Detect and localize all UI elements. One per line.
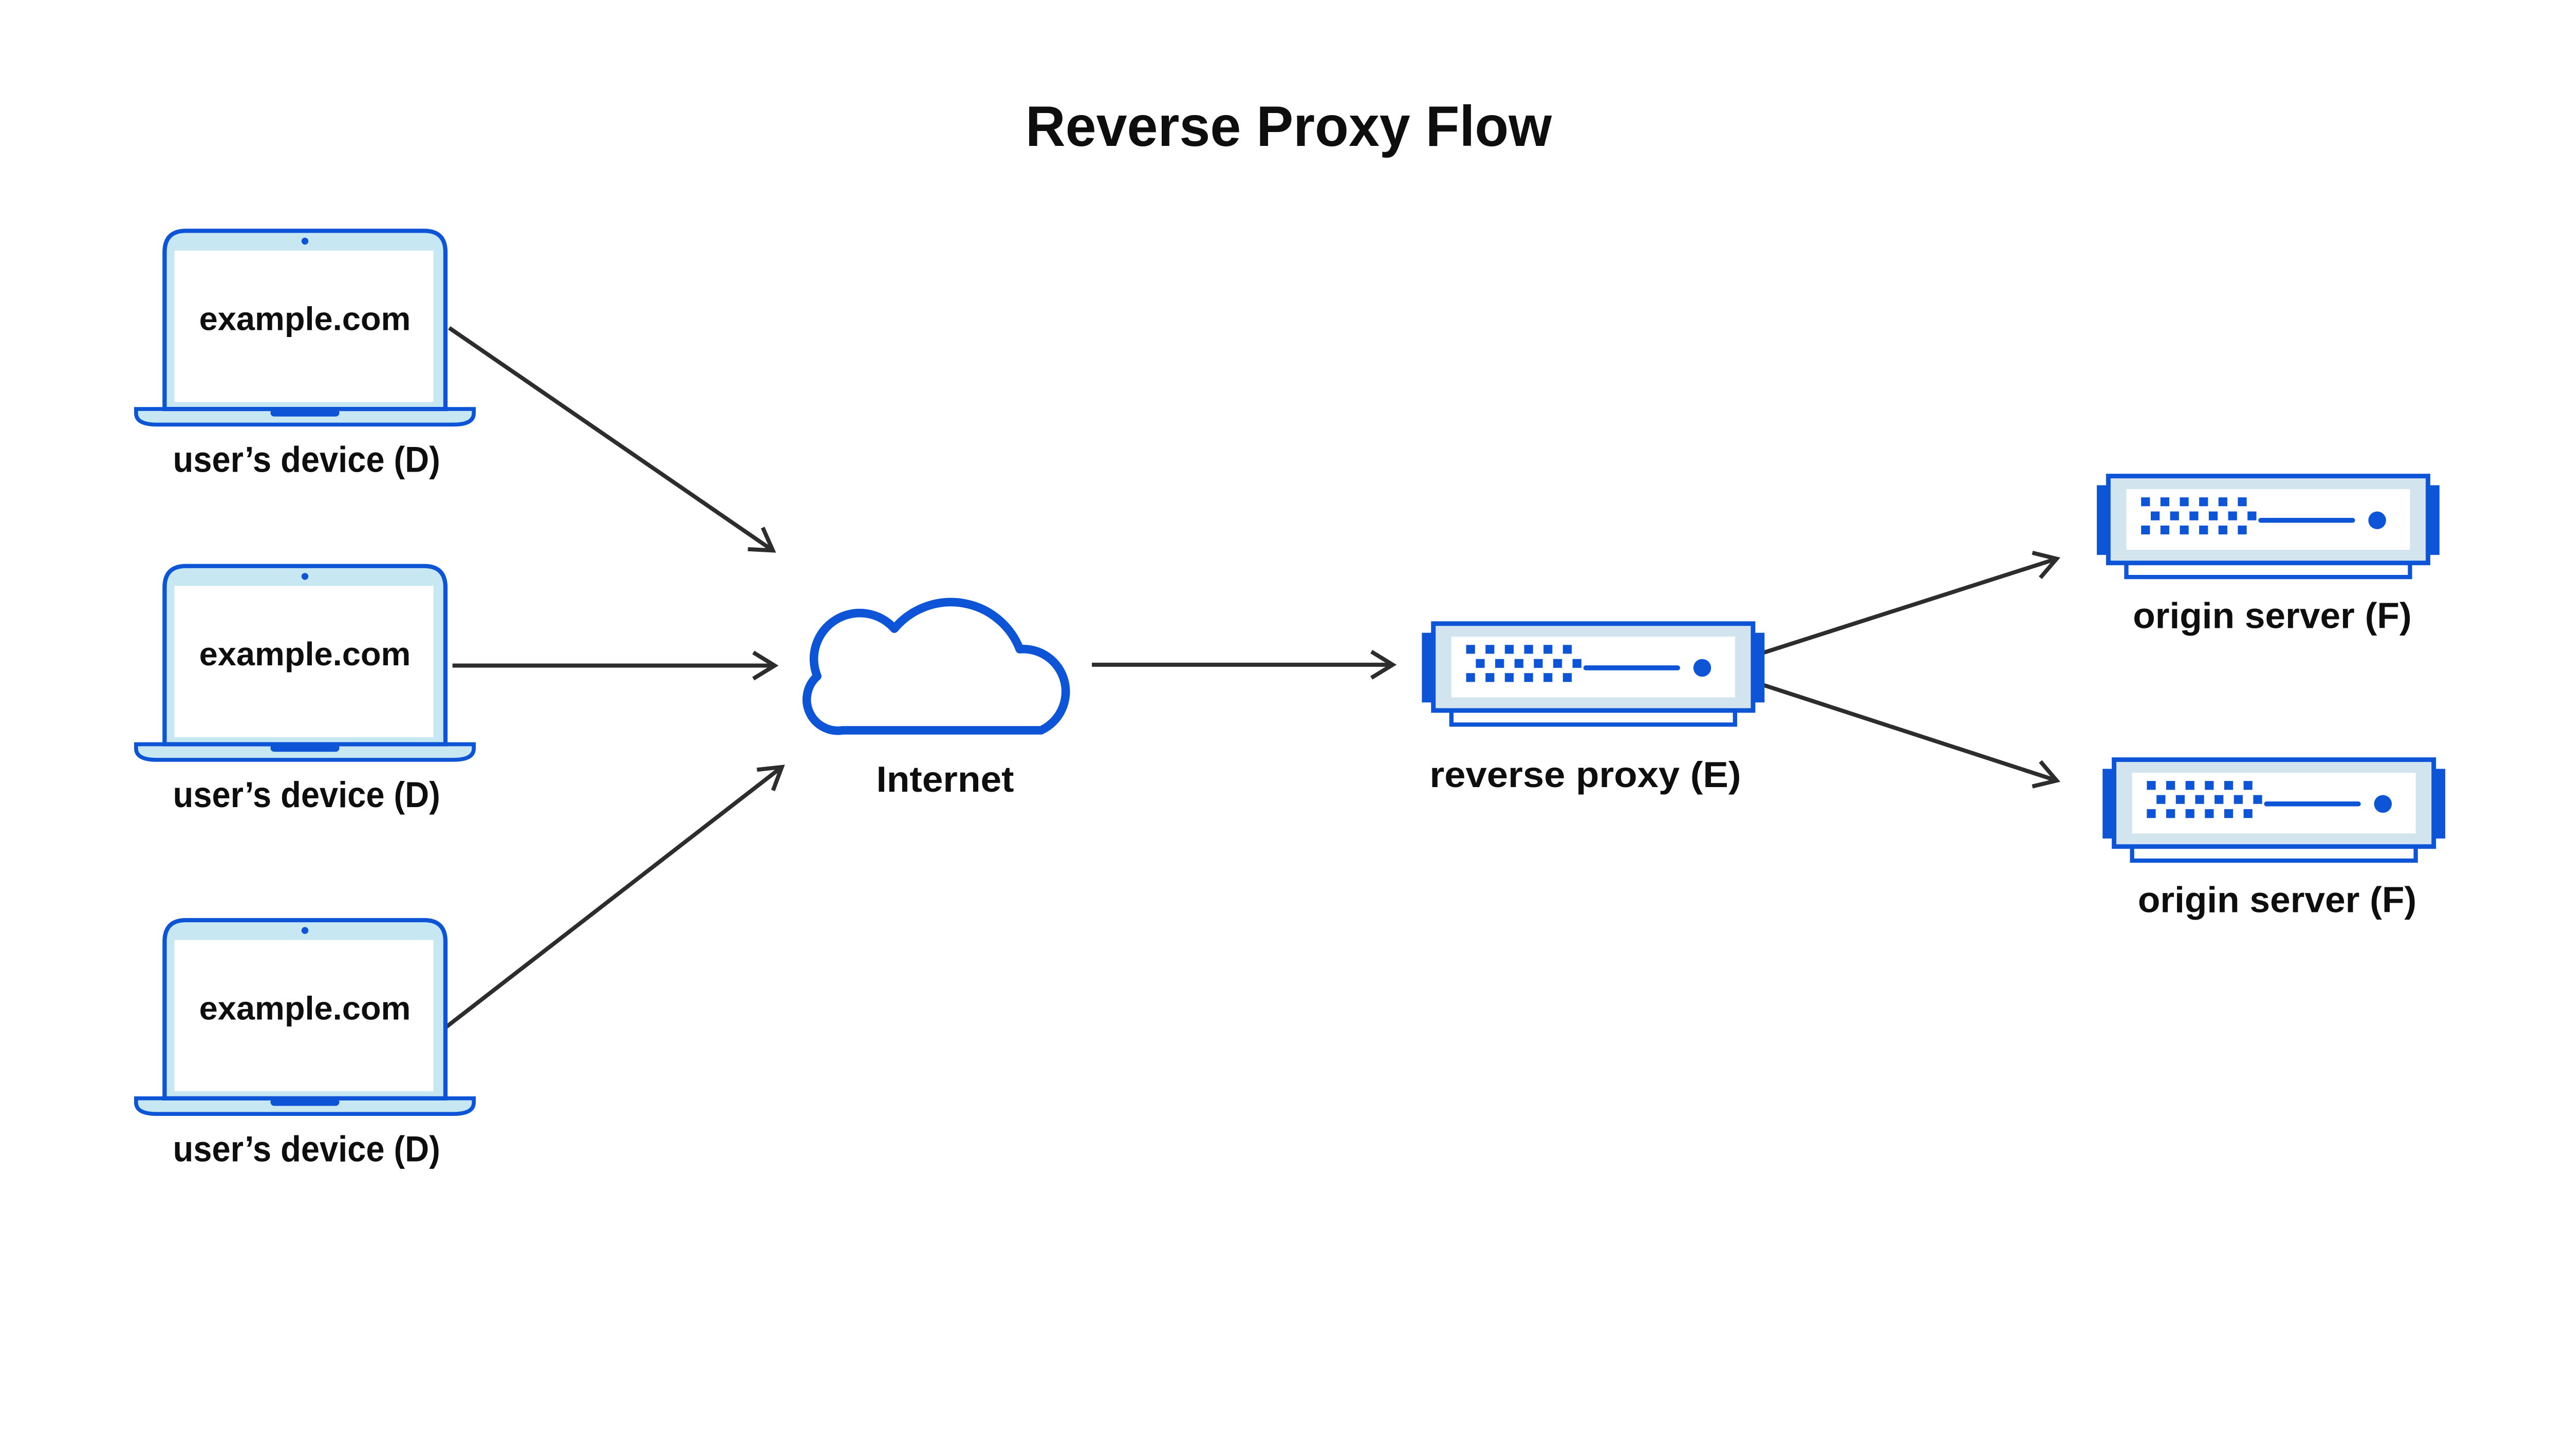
device-screen-text: example.com <box>199 301 411 338</box>
server-icon <box>1422 624 1764 725</box>
server-icon <box>2102 760 2445 861</box>
device-label: user’s device (D) <box>173 439 440 480</box>
user-device-2: example.com user’s device (D) <box>136 566 474 815</box>
arrow-proxy-to-origin1 <box>1758 551 2061 656</box>
internet-node: Internet <box>802 598 1070 799</box>
device-label: user’s device (D) <box>173 1128 440 1169</box>
reverse-proxy-flow-diagram: Reverse Proxy Flow example.com user’s de… <box>134 94 2448 1169</box>
server-icon <box>2097 476 2440 577</box>
arrow-proxy-to-origin2 <box>1758 681 2061 789</box>
origin-server-1: origin server (F) <box>2097 476 2440 636</box>
device-screen-text: example.com <box>199 636 411 673</box>
reverse-proxy-node: reverse proxy (E) <box>1422 624 1764 795</box>
origin-server-label: origin server (F) <box>2133 595 2411 636</box>
cloud-icon <box>802 598 1070 735</box>
arrow-device1-to-internet <box>448 326 776 553</box>
connectors <box>444 326 2061 1029</box>
device-screen-text: example.com <box>199 990 411 1026</box>
diagram-title: Reverse Proxy Flow <box>1026 94 1552 158</box>
origin-server-label: origin server (F) <box>2138 880 2416 920</box>
reverse-proxy-label: reverse proxy (E) <box>1429 754 1741 795</box>
arrow-device3-to-internet <box>444 764 785 1029</box>
origin-server-2: origin server (F) <box>2102 760 2445 920</box>
user-device-3: example.com user’s device (D) <box>136 920 474 1169</box>
user-device-1: example.com user’s device (D) <box>136 231 474 480</box>
device-label: user’s device (D) <box>173 774 440 815</box>
internet-label: Internet <box>876 759 1014 799</box>
